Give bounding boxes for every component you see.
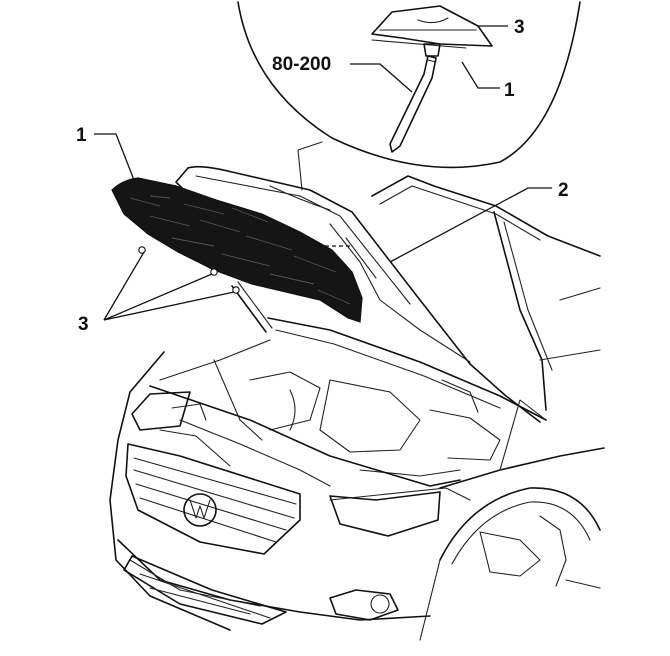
fog-light — [329, 589, 399, 621]
windshield-frame — [371, 175, 601, 257]
callout-inset-1: 1 — [504, 80, 515, 101]
leader-inset-tool — [350, 63, 413, 93]
inset-removal-tool — [389, 55, 437, 153]
a-pillar — [493, 211, 547, 411]
windshield-area — [371, 175, 601, 411]
main-callouts: 1 2 3 — [76, 125, 569, 335]
callout-main-3: 3 — [78, 314, 89, 335]
leader-main-3c — [103, 291, 235, 321]
inset-hood-panel — [371, 5, 493, 47]
cowl-panel — [267, 317, 547, 421]
leader-main-3a — [103, 251, 145, 321]
callout-main-1: 1 — [76, 125, 87, 146]
hood-inner-frame — [329, 223, 471, 363]
fender-wheel-arch — [419, 399, 605, 641]
callout-main-2: 2 — [558, 180, 569, 201]
insulation-shape — [111, 177, 363, 323]
wheel-arch — [439, 487, 601, 561]
leader-main-2 — [389, 187, 552, 263]
body-outline-left — [109, 351, 231, 631]
hood-strut — [231, 285, 267, 333]
bonnet-lip — [149, 385, 461, 487]
inset-connector — [297, 141, 323, 191]
inset-circle-outline — [237, 1, 581, 169]
hood-outer-edge — [187, 165, 541, 423]
leader-main-3b — [103, 273, 213, 321]
callout-inset-tool: 80-200 — [272, 54, 331, 75]
leader-inset-1 — [461, 61, 500, 89]
headlight-left — [131, 391, 191, 431]
clip-middle — [210, 268, 218, 276]
brand-emblem — [183, 493, 217, 527]
vehicle-front-body — [109, 351, 471, 631]
clip-left — [138, 246, 146, 254]
open-hood — [175, 165, 541, 423]
inset-clip — [423, 43, 441, 57]
hood-insulation-mat — [111, 177, 363, 323]
leader-main-1 — [94, 133, 135, 181]
lower-grille — [123, 555, 287, 625]
headlight-right — [329, 491, 441, 537]
grille-outline — [125, 443, 301, 555]
fender-outline — [439, 447, 605, 489]
callout-inset-3: 3 — [514, 17, 525, 38]
clip-right — [232, 286, 240, 294]
engine-bay — [159, 317, 547, 487]
detail-inset: 80-200 3 1 — [237, 1, 581, 191]
